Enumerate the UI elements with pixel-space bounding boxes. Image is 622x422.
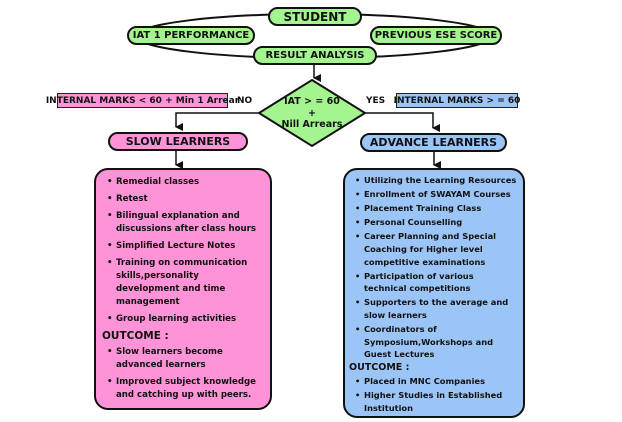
list-item: Supporters to the average and slow learn… xyxy=(355,296,519,321)
arrow-no-branch xyxy=(175,112,259,131)
advance-learners-node: ADVANCE LEARNERS xyxy=(360,133,507,152)
list-item: Placement Training Class xyxy=(355,202,519,215)
iat-performance-label: IAT 1 PERFORMANCE xyxy=(132,30,250,41)
result-analysis-node: RESULT ANALYSIS xyxy=(253,46,377,65)
decision-line-3: Nill Arrears xyxy=(281,119,343,130)
slow-learners-box: Remedial classes Retest Bilingual explan… xyxy=(94,168,272,410)
previous-ese-label: PREVIOUS ESE SCORE xyxy=(374,30,498,41)
advance-outcome-heading: OUTCOME : xyxy=(349,362,410,374)
decision-line-2: + xyxy=(308,107,316,119)
slow-criteria-label: INTERNAL MARKS < 60 + Min 1 Arrear xyxy=(46,93,239,108)
decision-diamond xyxy=(257,78,367,148)
advance-criteria-label: INTERNAL MARKS > = 60 xyxy=(393,93,521,108)
list-item: Higher Studies in Established Institutio… xyxy=(355,389,519,414)
list-item: Remedial classes xyxy=(107,176,264,189)
yes-label: YES xyxy=(366,96,386,106)
student-node: STUDENT xyxy=(268,7,362,26)
list-item: Participation of various technical compe… xyxy=(355,270,519,295)
slow-actions-list: Remedial classes Retest Bilingual explan… xyxy=(107,176,264,326)
arrow-yes-branch xyxy=(365,112,440,132)
result-analysis-label: RESULT ANALYSIS xyxy=(265,50,365,61)
slow-learners-node: SLOW LEARNERS xyxy=(108,132,248,151)
previous-ese-node: PREVIOUS ESE SCORE xyxy=(370,26,502,45)
list-item: Career Planning and Special Coaching for… xyxy=(355,230,519,268)
list-item: Retest xyxy=(107,193,264,206)
slow-outcomes-list: Slow learners become advanced learners I… xyxy=(107,346,264,402)
list-item: Placed in MNC Companies xyxy=(355,375,519,388)
list-item: Training on communication skills,persona… xyxy=(107,257,264,309)
advance-actions-list: Utilizing the Learning Resources Enrollm… xyxy=(355,174,519,361)
list-item: Utilizing the Learning Resources xyxy=(355,174,519,187)
list-item: Simplified Lecture Notes xyxy=(107,240,264,253)
student-label: STUDENT xyxy=(283,9,347,24)
list-item: Bilingual explanation and discussions af… xyxy=(107,210,264,236)
list-item: Coordinators of Symposium,Workshops and … xyxy=(355,323,519,361)
slow-learners-title: SLOW LEARNERS xyxy=(125,135,231,148)
advance-learners-title: ADVANCE LEARNERS xyxy=(369,136,498,149)
advance-outcomes-list: Placed in MNC Companies Higher Studies i… xyxy=(355,375,519,414)
list-item: Personal Counselling xyxy=(355,216,519,229)
slow-criteria-text: INTERNAL MARKS < 60 + Min 1 Arrear xyxy=(45,95,240,106)
list-item: Group learning activities xyxy=(107,313,264,326)
advance-learners-box: Utilizing the Learning Resources Enrollm… xyxy=(343,168,525,418)
list-item: Enrollment of SWAYAM Courses xyxy=(355,188,519,201)
advance-criteria-text: INTERNAL MARKS > = 60 xyxy=(393,95,521,106)
iat-performance-node: IAT 1 PERFORMANCE xyxy=(127,26,255,45)
list-item: Improved subject knowledge and catching … xyxy=(107,376,264,402)
decision-text: IAT > = 60 + Nill Arrears xyxy=(262,96,362,131)
list-item: Slow learners become advanced learners xyxy=(107,346,264,372)
no-label: NO xyxy=(237,96,253,106)
slow-outcome-heading: OUTCOME : xyxy=(102,330,169,342)
decision-line-1: IAT > = 60 xyxy=(284,96,340,107)
